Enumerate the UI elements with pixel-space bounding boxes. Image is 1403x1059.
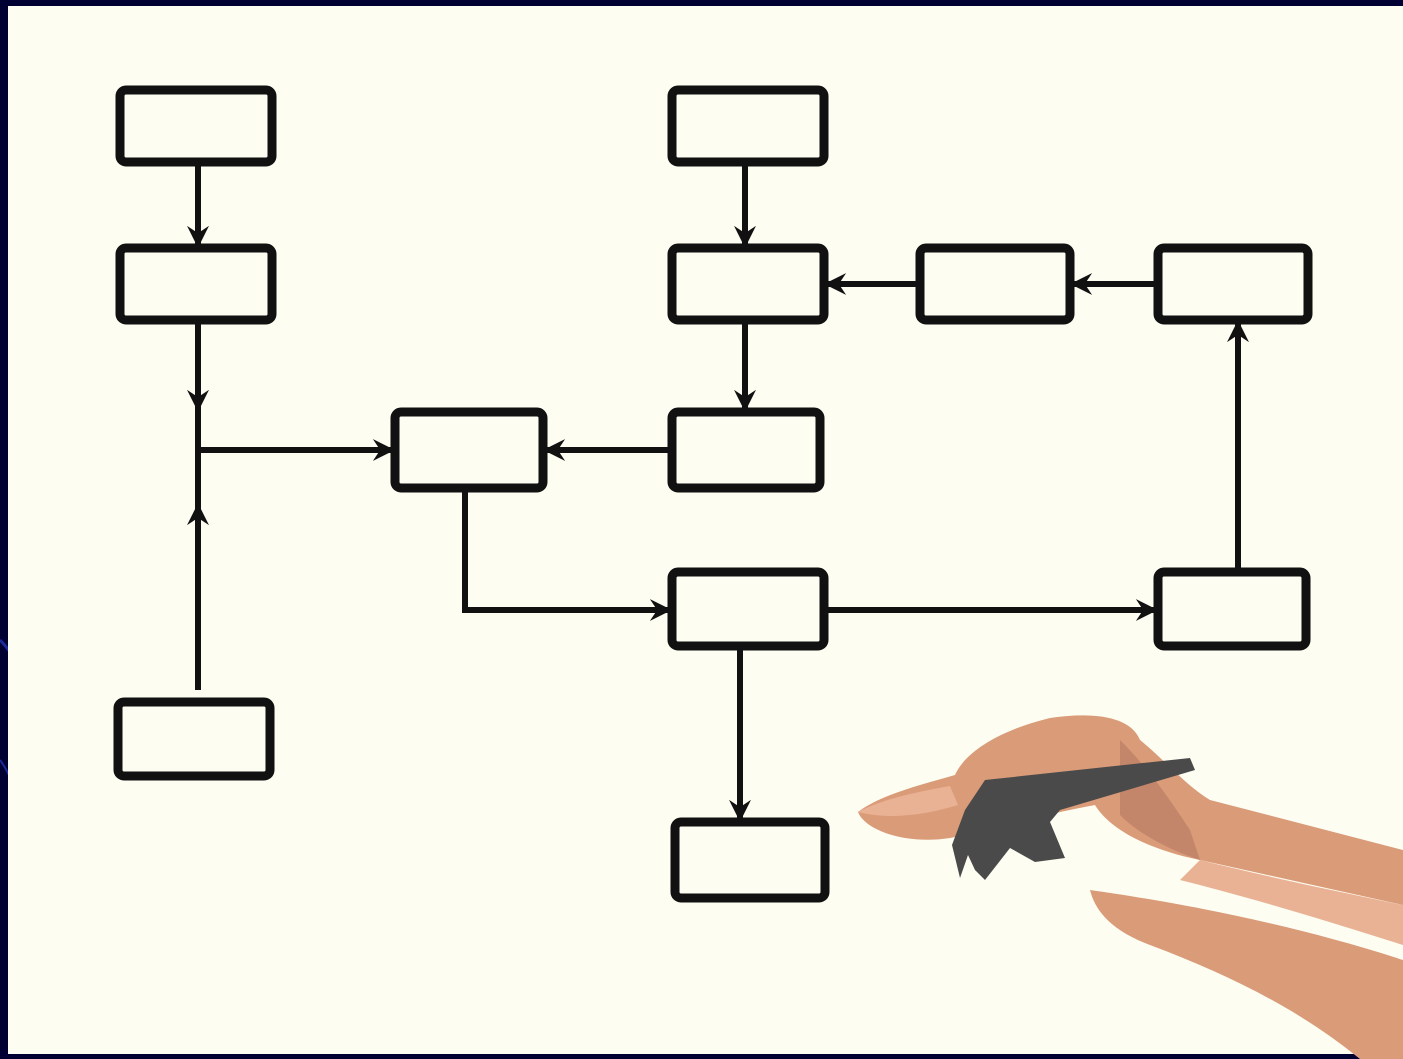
flowchart-node: [667, 407, 825, 493]
flowchart-node: [667, 243, 829, 325]
node-layer: [113, 85, 1313, 903]
flowchart-node: [667, 85, 829, 167]
flowchart-node: [670, 817, 830, 903]
flowchart-node: [115, 243, 277, 325]
flowchart-node: [115, 85, 277, 167]
hand-highlight: [1180, 860, 1403, 945]
flowchart-node: [1153, 567, 1311, 651]
connector-layer: [187, 162, 1249, 822]
flowchart-node: [113, 697, 275, 781]
finger-highlight: [858, 786, 958, 816]
hand-drawing-icon: [858, 715, 1403, 1059]
pen-icon: [952, 758, 1195, 880]
flowchart-node: [915, 243, 1075, 325]
flowchart-node: [390, 407, 548, 493]
wrist-skin: [1090, 890, 1403, 1059]
flowchart-node: [667, 567, 829, 651]
flowchart-connector: [462, 488, 672, 621]
flowchart-node: [1153, 243, 1313, 325]
